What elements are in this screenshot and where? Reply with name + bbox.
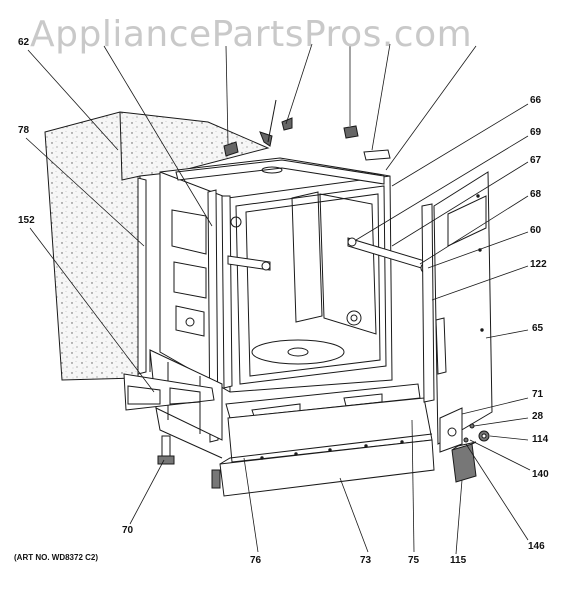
front-bracket [123, 373, 215, 411]
callout-71: 71 [532, 389, 544, 400]
callout-78: 78 [18, 125, 30, 136]
side-panel-right [433, 171, 493, 445]
junction-box [451, 443, 477, 483]
mounting-bracket [439, 407, 463, 453]
callout-146: 146 [528, 541, 545, 552]
watermark-text: AppliancePartsPros.com [30, 14, 473, 55]
callout-115: 115 [450, 555, 467, 566]
side-trim-strip [421, 203, 435, 403]
callout-152: 152 [18, 215, 35, 226]
callout-140: 140 [532, 469, 549, 480]
callout-69: 69 [530, 127, 542, 138]
rack-rail-left [227, 255, 271, 271]
art-number: (ART NO. WD8372 C2) [14, 553, 99, 562]
callout-122: 122 [530, 259, 547, 270]
callout-67: 67 [530, 155, 542, 166]
callout-76: 76 [250, 555, 262, 566]
callout-68: 68 [530, 189, 542, 200]
top-strip [363, 149, 391, 161]
top-clip [223, 141, 239, 157]
callout-66: 66 [530, 95, 542, 106]
leveling-leg [161, 435, 171, 457]
callout-28: 28 [532, 411, 544, 422]
callout-65: 65 [532, 323, 544, 334]
callout-73: 73 [360, 555, 372, 566]
tub-opening [235, 185, 387, 385]
callout-114: 114 [532, 434, 549, 445]
callout-70: 70 [122, 525, 134, 536]
callout-60: 60 [530, 225, 542, 236]
toe-kick [219, 439, 435, 497]
tub-frame [159, 157, 393, 393]
callout-75: 75 [408, 555, 420, 566]
callout-62: 62 [18, 37, 30, 48]
side-rail-left [137, 177, 147, 375]
